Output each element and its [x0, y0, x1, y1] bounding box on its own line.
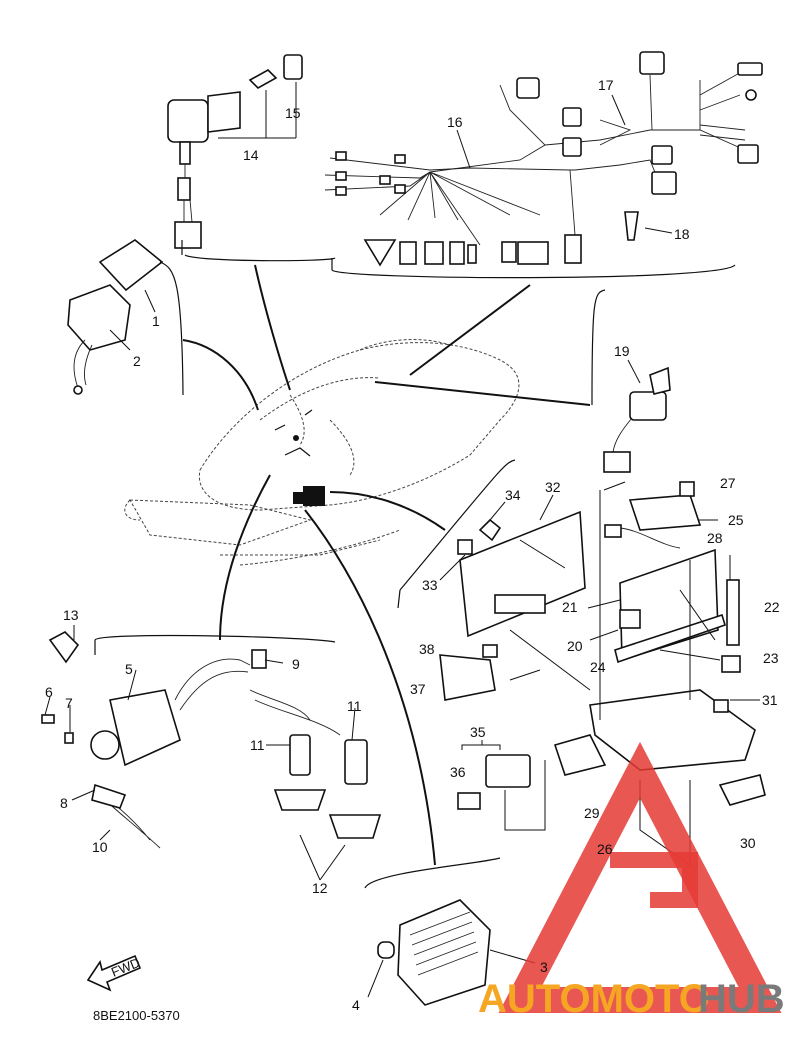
switch-19-group: [603, 366, 671, 473]
relay-group: [457, 754, 531, 810]
watermark-logo: [498, 741, 782, 1013]
callout-14: 14: [243, 147, 259, 163]
callout-18: 18: [674, 226, 690, 242]
callout-37: 37: [410, 681, 426, 697]
callout-1: 1: [152, 313, 160, 329]
callout-33: 33: [422, 577, 438, 593]
callout-28: 28: [707, 530, 723, 546]
callout-11b: 11: [347, 698, 362, 714]
callout-3: 3: [540, 959, 548, 975]
callout-22: 22: [764, 599, 780, 615]
callout-23: 23: [763, 650, 779, 666]
callout-35: 35: [470, 724, 486, 740]
callout-25: 25: [728, 512, 744, 528]
callout-8: 8: [60, 795, 68, 811]
watermark-text-hub: HUB: [698, 977, 785, 1021]
callout-36: 36: [450, 764, 466, 780]
callout-32: 32: [545, 479, 561, 495]
reference-code: 8BE2100-5370: [93, 1008, 180, 1023]
main-switch-group: [167, 54, 303, 249]
watermark-text-auto: AUTOMOTO: [478, 977, 710, 1021]
callout-12: 12: [312, 880, 328, 896]
callout-34: 34: [505, 487, 521, 503]
callout-7: 7: [65, 695, 73, 711]
callout-20: 20: [567, 638, 583, 654]
callout-24: 24: [590, 659, 606, 675]
wire-harness-group: [324, 51, 763, 267]
callout-2: 2: [133, 353, 141, 369]
callout-29: 29: [584, 805, 600, 821]
callout-16: 16: [447, 114, 463, 130]
snowmobile-outline: [124, 339, 520, 566]
handlebar-switch-group: [67, 239, 164, 395]
ignition-coil-group: [41, 631, 382, 849]
callout-31: 31: [762, 692, 778, 708]
callout-17: 17: [598, 77, 614, 93]
callout-13: 13: [63, 607, 79, 623]
cdi-bracket-group: [439, 481, 766, 806]
callout-4: 4: [352, 997, 360, 1013]
location-arrows: [182, 264, 591, 866]
callout-26: 26: [597, 841, 613, 857]
callout-30: 30: [740, 835, 756, 851]
callout-10: 10: [92, 839, 108, 855]
callout-11a: 11: [250, 737, 265, 753]
callout-9: 9: [292, 656, 300, 672]
sled-electrical-mount: [274, 409, 325, 506]
callout-38: 38: [419, 641, 435, 657]
callout-15: 15: [285, 105, 301, 121]
callout-numbers: 1 2 3 4 5 6 7 8 9 10 11 11 12 13 14 15 1…: [45, 77, 780, 1013]
callout-27: 27: [720, 475, 736, 491]
rectifier-group: [377, 899, 491, 1006]
callout-21: 21: [562, 599, 578, 615]
fwd-arrow-icon: [86, 954, 142, 992]
callout-6: 6: [45, 684, 53, 700]
fwd-label: FWD: [109, 955, 142, 980]
callout-5: 5: [125, 661, 133, 677]
callout-19: 19: [614, 343, 630, 359]
